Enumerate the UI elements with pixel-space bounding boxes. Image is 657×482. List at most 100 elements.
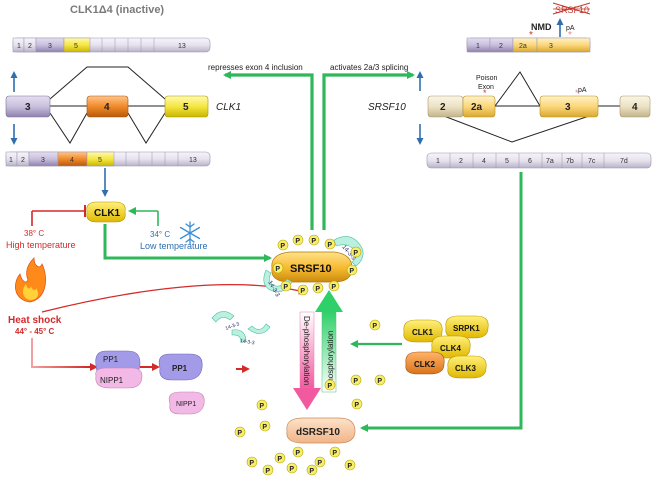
transcript-to-dsrsf10-arrow — [360, 172, 523, 432]
srsf10-full-transcript: 1 2 4 5 6 7a 7b 7c 7d — [426, 152, 652, 169]
clk1-delta4-transcript: 1 2 3 5 13 — [12, 37, 211, 53]
dephosphorylation-label: De-phosphorylation — [302, 316, 311, 385]
srsf10-gene-name: SRSF10 — [368, 102, 406, 113]
phosphate-label: P — [332, 450, 337, 457]
phosphate-label: P — [259, 403, 264, 410]
phosphate-circle — [234, 426, 246, 438]
exon-label: 4 — [482, 158, 486, 165]
phosphate-circle — [329, 446, 341, 458]
exon-label: 4 — [70, 157, 74, 164]
exon-label: 3 — [48, 43, 52, 50]
exon-label: 4 — [104, 102, 110, 113]
phosphorylation-label: Phosphorylation — [326, 331, 335, 388]
phosphate-label: P — [300, 288, 305, 295]
phosphate-label: P — [277, 456, 282, 463]
phosphate-circle — [324, 238, 336, 250]
clk1-to-srsf10-arrow — [103, 224, 272, 262]
heat-shock-temp: 44° - 45° C — [15, 327, 55, 336]
dsrsf10-protein: dSRSF10 — [286, 417, 356, 444]
exon-label: 2 — [440, 102, 446, 113]
phosphate-label: P — [311, 238, 316, 245]
svg-text:CLK1: CLK1 — [412, 328, 433, 337]
phosphate-circle — [277, 239, 289, 251]
exon-label: 3 — [565, 102, 571, 113]
exon-label: 3 — [549, 43, 553, 50]
snowflake-icon — [179, 221, 201, 245]
phosphate-label: P — [249, 460, 254, 467]
exon-label: 5 — [505, 158, 509, 165]
phosphate-circle — [272, 262, 284, 274]
phosphate-circle — [346, 264, 358, 276]
exon-label: 13 — [178, 43, 186, 50]
pa-label: pA — [578, 87, 587, 94]
released-1433-proteins — [211, 311, 271, 343]
phosphate-circle — [308, 234, 320, 246]
phosphate-label: P — [353, 250, 358, 257]
poison-exon-label: Poison — [476, 75, 498, 82]
nmd-label: NMD — [531, 22, 552, 32]
clk1-gene-name: CLK1 — [216, 102, 241, 113]
phosphate-circle — [246, 456, 258, 468]
phosphate-circle — [292, 446, 304, 458]
exon-label: 7c — [588, 158, 596, 165]
phosphate-label: P — [353, 378, 358, 385]
phosphorylation-arrow — [315, 290, 343, 393]
exon-label: 2a — [519, 43, 527, 50]
clk1-full-transcript: 1 2 3 4 5 13 — [5, 151, 211, 167]
phosphate-label: P — [354, 402, 359, 409]
exon-label: 2a — [471, 102, 483, 113]
heat-shock-to-srsf10-arrow — [41, 284, 307, 313]
phosphate-circle — [297, 284, 309, 296]
dephosphorylation-arrow — [293, 311, 321, 410]
phosphate-label: P — [347, 463, 352, 470]
pa-star: * — [568, 30, 572, 41]
heat-shock-label: Heat shock — [8, 315, 62, 326]
pa-label: pA — [566, 25, 575, 32]
phosphate-label: P — [317, 460, 322, 467]
activates-label: activates 2a/3 splicing — [330, 63, 408, 72]
svg-text:CLK1: CLK1 — [94, 208, 121, 219]
phosphate-label: P — [275, 266, 280, 273]
exon-label: 6 — [528, 158, 532, 165]
phosphate-label: P — [327, 242, 332, 249]
srsf10-nmd-transcript: 1 2 2a 3 * * pA — [466, 25, 591, 53]
exon-label: 1 — [476, 43, 480, 50]
phosphate-label: P — [372, 323, 377, 330]
low-temp-value: 34° C — [150, 230, 170, 239]
low-temp-label: Low temperature — [140, 241, 208, 251]
phosphate-label: P — [237, 430, 242, 437]
phosphate-label: P — [280, 243, 285, 250]
exon-label: 7b — [566, 158, 574, 165]
poison-exon-label: Exon — [478, 84, 494, 91]
exon-label: 5 — [74, 43, 78, 50]
phosphate-label: P — [295, 238, 300, 245]
phosphate-circle — [280, 280, 292, 292]
nipp1-protein: NIPP1 — [168, 391, 205, 415]
phosphate-label: P — [289, 466, 294, 473]
exon-label: 2 — [459, 158, 463, 165]
kinase-clk2: CLK2 — [405, 351, 445, 375]
protein-1433-label: 14-3-3 — [240, 338, 255, 346]
phosphate-circle — [259, 420, 271, 432]
phosphate-circle — [350, 246, 362, 258]
svg-text:dSRSF10: dSRSF10 — [296, 427, 340, 438]
phosphate-label: P — [349, 268, 354, 275]
phosphate-circle — [274, 452, 286, 464]
phosphate-circle — [262, 464, 274, 476]
stop-codon-star: * — [529, 30, 533, 41]
phosphate-label: P — [295, 450, 300, 457]
exon-label: 5 — [183, 102, 189, 113]
phosphate-circle — [374, 374, 386, 386]
srsf10-gene-structure: 2 2a 3 4 * * pA — [427, 71, 651, 143]
svg-text:NIPP1: NIPP1 — [176, 401, 196, 408]
activates-arrow — [322, 71, 415, 230]
high-temp-label: High temperature — [6, 240, 76, 250]
srsf10-protein: SRSF10 — [271, 251, 353, 283]
exon-label: 2 — [499, 43, 503, 50]
protein-1433-label: 14-3-3 — [225, 321, 241, 332]
exon-label: 13 — [189, 157, 197, 164]
phosphate-circle — [369, 319, 381, 331]
